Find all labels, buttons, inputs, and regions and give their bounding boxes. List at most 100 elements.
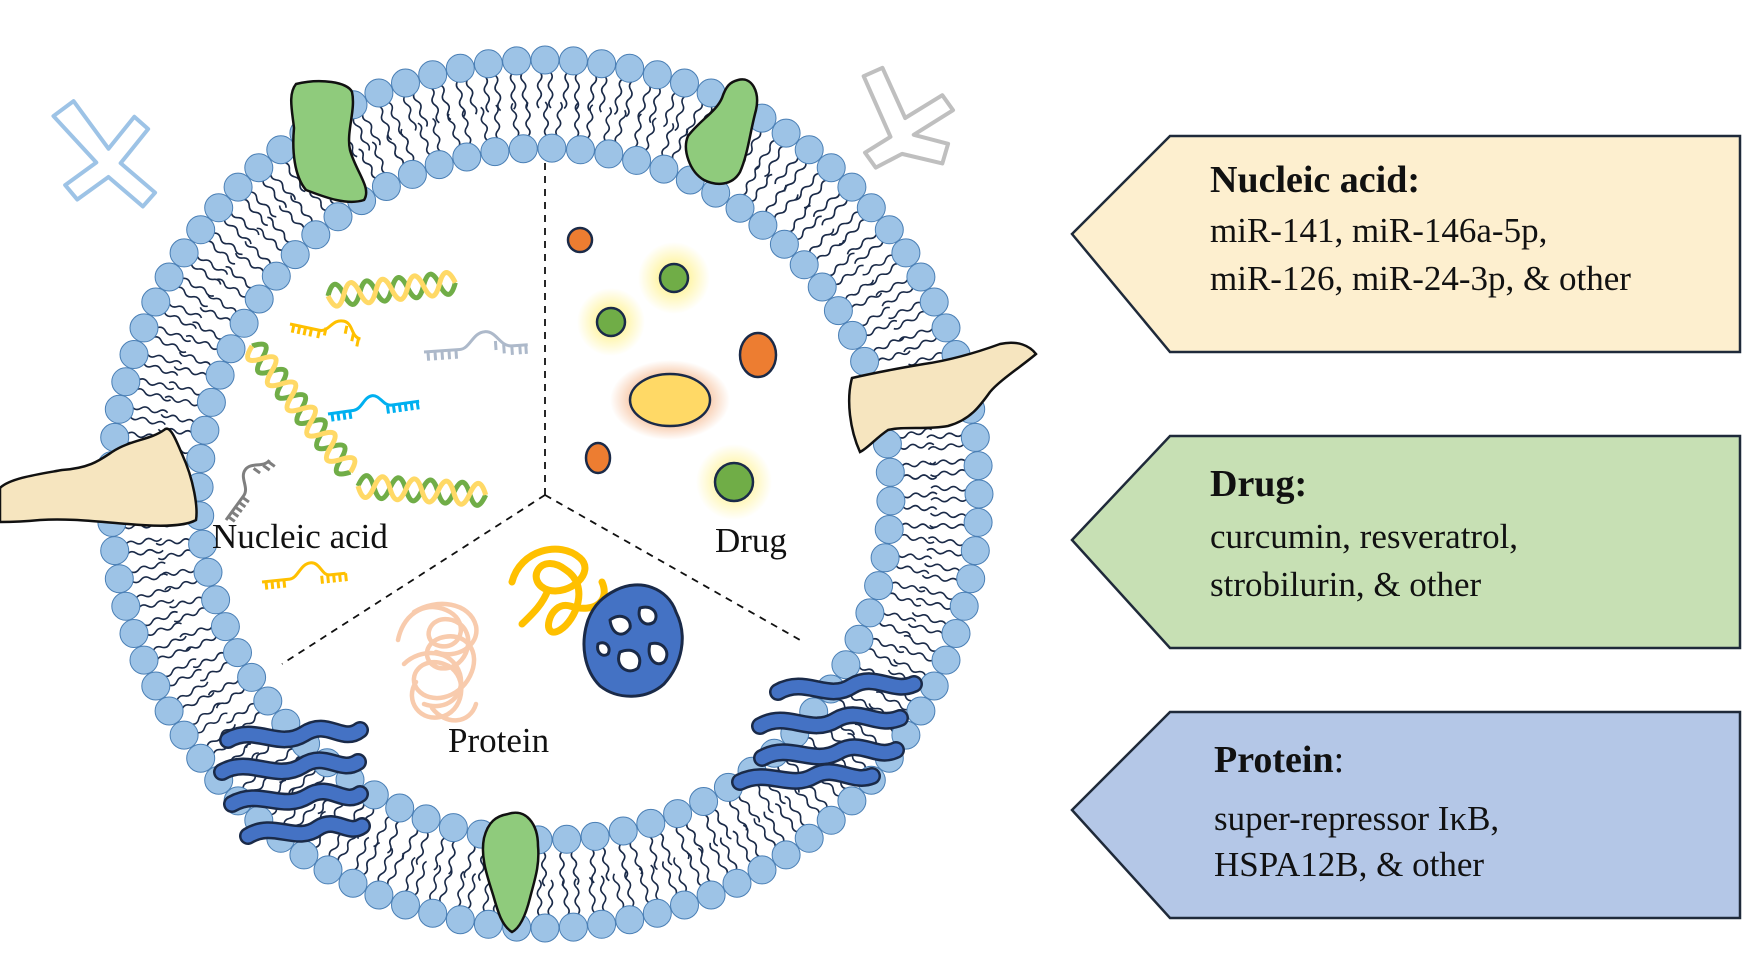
lipid-head: [949, 591, 979, 621]
lipid-tail: [754, 139, 776, 171]
lipid-head: [725, 193, 755, 223]
lipid-tail: [433, 837, 446, 871]
lipid-tail: [192, 651, 225, 669]
lipid-head: [154, 262, 184, 292]
lipid-head: [636, 808, 666, 838]
lipid-head: [856, 193, 886, 223]
lipid-tail: [543, 101, 549, 137]
lipid-head: [480, 137, 510, 167]
lipid-tail: [412, 92, 429, 127]
lipid-tail: [865, 319, 898, 337]
lipid-head: [906, 696, 936, 726]
lipid-tail: [494, 74, 502, 112]
lipid-tail: [185, 334, 219, 351]
lipid-head: [119, 340, 149, 369]
lipid-tail: [902, 474, 938, 480]
lipid-tail: [377, 848, 394, 883]
lipid-head: [244, 153, 274, 183]
lipid-head: [190, 415, 220, 445]
lipid-tail: [386, 852, 405, 887]
lipid-tail: [235, 252, 265, 273]
lipid-head: [205, 360, 235, 390]
lipid-head: [964, 479, 994, 509]
lipid-head: [111, 591, 141, 621]
lipid-tail: [536, 71, 543, 109]
callout-line: curcumin, resveratrol,: [1210, 517, 1518, 556]
lipid-tail: [808, 228, 835, 253]
lipid-tail: [262, 180, 287, 208]
callout-line: strobilurin, & other: [1210, 565, 1482, 604]
lipid-tail: [510, 102, 520, 138]
lipid-head: [210, 612, 240, 642]
lipid-tail: [168, 302, 203, 319]
membrane-protein-green: [290, 80, 368, 204]
lipid-tail: [603, 106, 612, 142]
lipid-tail: [415, 831, 429, 866]
lipid-tail: [899, 442, 935, 450]
lipid-head: [253, 686, 283, 716]
lipid-head: [622, 145, 652, 175]
lipid-tail: [618, 843, 629, 878]
lipid-head: [323, 202, 353, 232]
lipid-head: [963, 451, 993, 481]
lipid-head: [844, 624, 874, 654]
lipid-tail: [223, 219, 252, 245]
lipid-tail: [876, 350, 911, 363]
lipid-tail: [146, 622, 182, 637]
lipid-tail: [764, 145, 784, 178]
callout-nucleic-acid: Nucleic acid: miR-141, miR-146a-5p, miR-…: [1070, 134, 1742, 354]
lipid-head: [831, 650, 861, 680]
callout-line: miR-126, miR-24-3p, & other: [1210, 259, 1631, 298]
lipid-tail: [178, 351, 212, 367]
lipid-tail: [903, 634, 938, 653]
callout-line: super-repressor IκB,: [1214, 799, 1499, 838]
lipid-tail: [587, 74, 598, 112]
lipid-head: [452, 142, 482, 172]
lipid-tail: [869, 262, 899, 286]
lipid-tail: [181, 691, 215, 710]
single-strand-rna: [224, 319, 528, 590]
lipid-head: [919, 671, 949, 701]
lipid-head: [906, 262, 936, 292]
lipid-tail: [173, 607, 207, 623]
lipid-tail: [267, 216, 291, 244]
lipid-head: [747, 855, 777, 885]
callout-drug: Drug: curcumin, resveratrol, strobilurin…: [1070, 434, 1742, 650]
lipid-tail: [430, 87, 440, 124]
lipid-head: [816, 153, 846, 183]
lipid-head: [558, 912, 588, 942]
lipid-tail: [207, 293, 238, 313]
lipid-tail: [588, 876, 596, 914]
lipid-tail: [561, 879, 570, 916]
lipid-tail: [143, 362, 179, 377]
lipid-head: [424, 150, 454, 180]
lipid-tail: [898, 327, 934, 342]
lipid-tail: [713, 808, 732, 840]
lipid-head: [223, 638, 252, 668]
lipid-tail: [903, 336, 938, 353]
lipid-tail: [878, 621, 912, 637]
lipid-tail: [196, 255, 229, 275]
lipid-tail: [244, 241, 272, 265]
lipid-tail: [924, 562, 961, 572]
lipid-tail: [207, 240, 236, 265]
lipid-head: [537, 133, 567, 163]
lipid-tail: [417, 122, 431, 156]
lipid-head: [789, 250, 819, 280]
lipid-tail: [461, 110, 472, 145]
protein-coil-orange: [508, 545, 608, 636]
lipid-head: [385, 793, 415, 823]
lipid-tail: [480, 106, 489, 142]
lipid-tail: [674, 95, 686, 132]
lipid-tail: [815, 239, 845, 262]
lipid-tail: [401, 828, 419, 860]
lipid-head: [508, 134, 538, 164]
lipid-head: [771, 840, 801, 870]
lipid-tail: [882, 611, 917, 622]
lipid-head: [870, 543, 900, 573]
lipid-tail: [862, 254, 894, 276]
lipid-tail: [547, 71, 554, 109]
lipid-tail: [671, 128, 689, 160]
lipid-head: [216, 334, 246, 364]
lipid-head: [874, 215, 904, 245]
